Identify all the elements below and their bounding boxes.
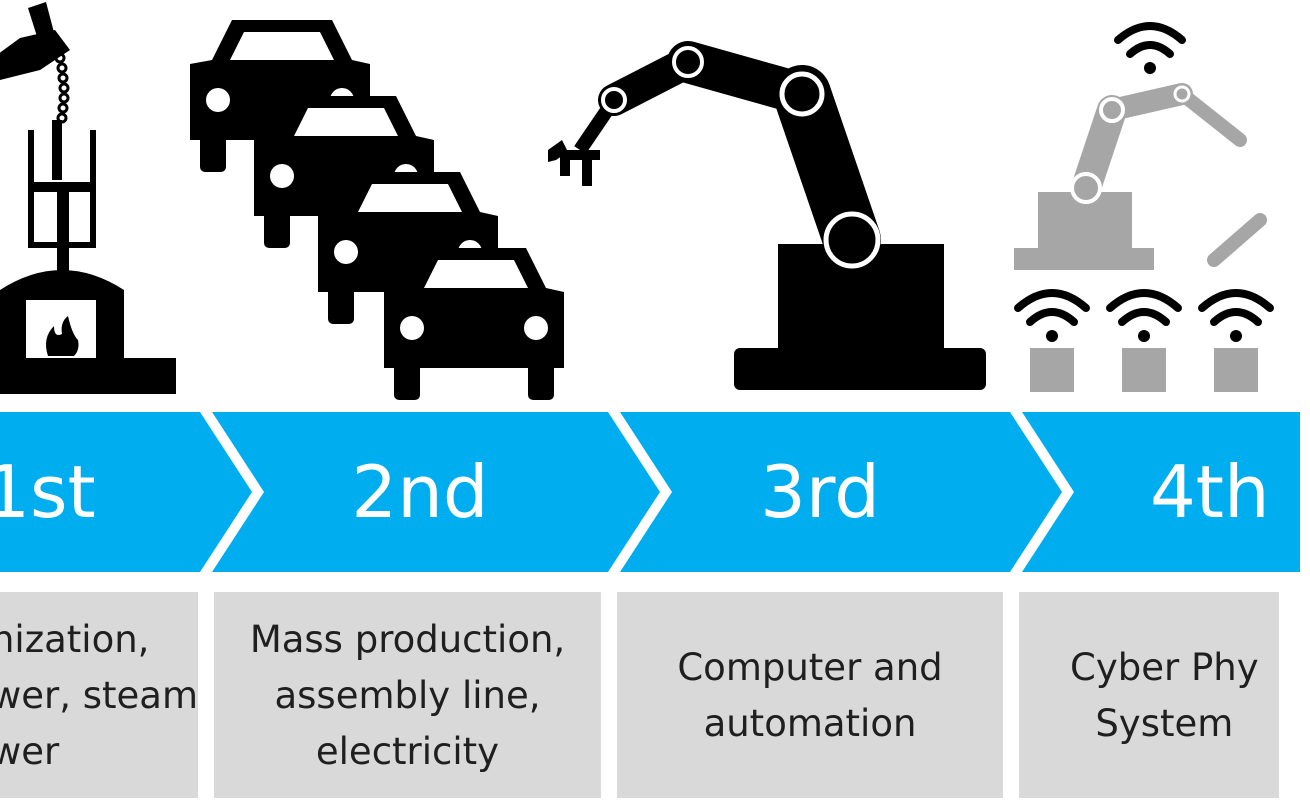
desc-box-4th — [1019, 592, 1279, 798]
desc-box-1st — [0, 592, 198, 798]
stage-description-1st: nization, wer, steam wer — [0, 618, 198, 773]
stage-description-2nd: Mass production, assembly line, electric… — [249, 618, 566, 773]
stage-label-3rd: 3rd — [760, 450, 880, 534]
desc-box-2nd — [214, 592, 601, 798]
stage-label-1st: 1st — [0, 450, 96, 534]
desc-box-3rd — [617, 592, 1003, 798]
stage-label-2nd: 2nd — [351, 450, 489, 534]
wifi-icon — [1014, 289, 1090, 342]
connected-robots-icon — [1014, 22, 1274, 392]
steam-engine-icon — [0, 2, 176, 394]
description-boxes — [0, 592, 1279, 798]
wifi-icon — [1106, 289, 1182, 342]
stage-description-4th: Cyber Phy System — [1070, 646, 1259, 745]
chevron-2nd — [212, 412, 660, 572]
chevron-3rd — [620, 412, 1062, 572]
robot-arm-icon — [548, 41, 986, 390]
chevron-band — [0, 412, 1300, 572]
stage-description-3rd: Computer and automation — [677, 646, 943, 745]
stage-label-4th: 4th — [1150, 450, 1270, 534]
wifi-icon — [1198, 289, 1274, 342]
cars-assembly-icon — [190, 20, 564, 400]
chevron-4th — [1022, 412, 1300, 572]
chevron-1st — [0, 412, 252, 572]
wifi-icon — [1114, 22, 1186, 74]
car-icon — [384, 248, 564, 400]
